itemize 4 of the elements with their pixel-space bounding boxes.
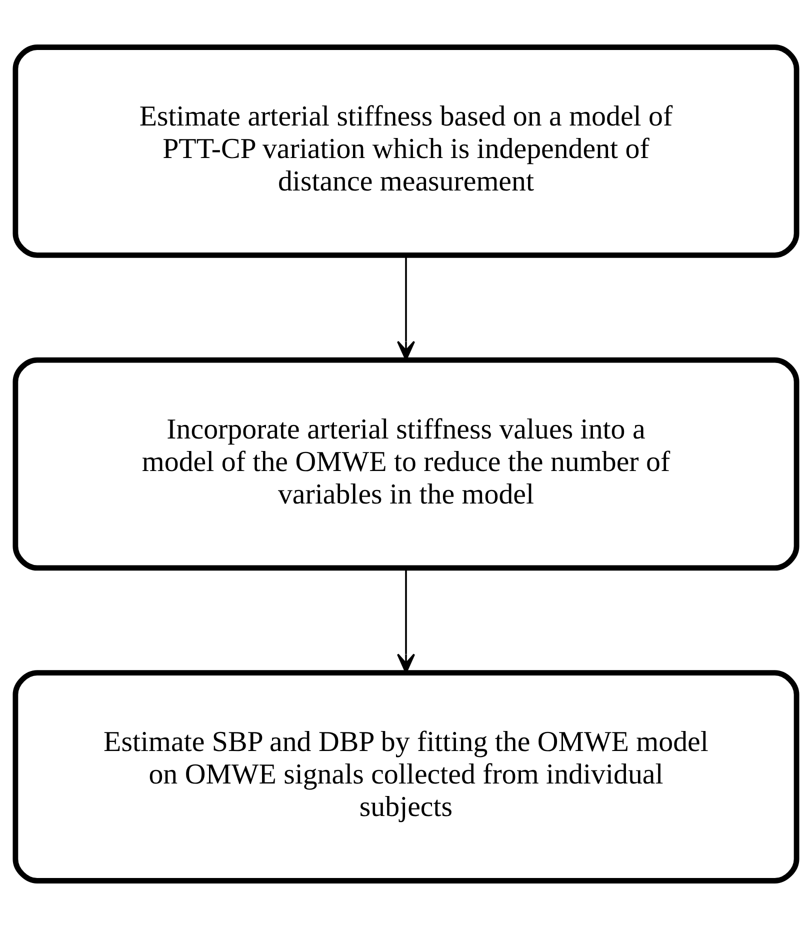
node-box: Incorporate arterial stiffness values into a model of the OMWE to reduce the number of variables in the model: [12, 357, 800, 571]
arrow: [396, 568, 416, 674]
node-box: Estimate arterial stiffness based on a model of PTT-CP variation which is independent of distance measurement: [12, 44, 800, 258]
node-box: Estimate SBP and DBP by fitting the OMWE model on OMWE signals collected from individual subjects: [12, 670, 800, 884]
